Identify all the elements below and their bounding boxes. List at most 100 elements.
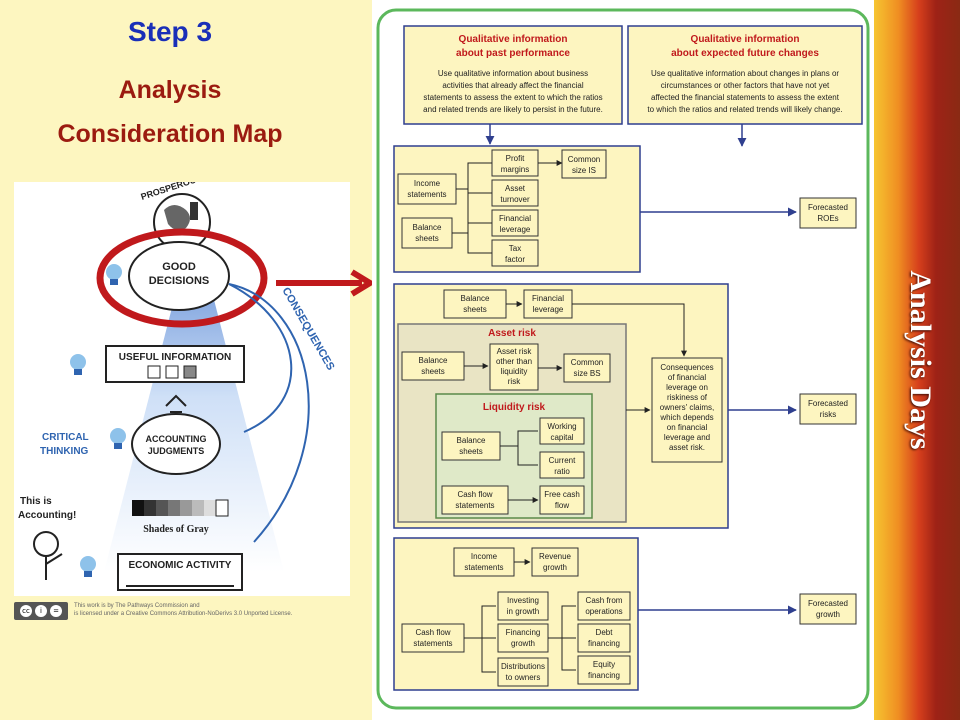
consideration-map: Qualitative information about past perfo… bbox=[372, 0, 874, 720]
svg-text:owners' claims,: owners' claims, bbox=[660, 403, 714, 412]
node-forecasted-growth: Forecasted growth bbox=[799, 593, 857, 625]
qual-future-box bbox=[627, 25, 863, 125]
node-common-size-bs: Common size BS bbox=[563, 353, 611, 383]
lightbulb-icon bbox=[106, 264, 122, 285]
node-income-statements-growth: Income statements bbox=[453, 547, 515, 577]
node-balance-sheets-liquidity: Balance sheets bbox=[441, 431, 501, 461]
pathway-illustration: PROSPEROUS SOCIETY GOOD DECISIONS CONSEQ… bbox=[14, 182, 350, 596]
svg-text:Asset risk: Asset risk bbox=[497, 347, 533, 356]
svg-text:Balance: Balance bbox=[413, 223, 442, 232]
analysis-subtitle: Analysis bbox=[118, 76, 222, 104]
svg-text:ROEs: ROEs bbox=[817, 214, 838, 223]
node-balance-sheets-risk: Balance sheets bbox=[443, 289, 507, 319]
liquidity-risk-label: Liquidity risk bbox=[483, 402, 546, 413]
consideration-map-subtitle: Consideration Map bbox=[57, 120, 283, 148]
node-tax-factor: Tax factor bbox=[491, 239, 539, 267]
shades-of-gray-label: Shades of Gray bbox=[143, 524, 209, 535]
svg-text:Forecasted: Forecasted bbox=[808, 399, 848, 408]
asset-risk-label: Asset risk bbox=[488, 328, 536, 339]
node-equity-financing: Equity financing bbox=[577, 655, 631, 685]
svg-text:Asset: Asset bbox=[505, 184, 526, 193]
svg-text:Balance: Balance bbox=[457, 436, 486, 445]
svg-text:Cash flow: Cash flow bbox=[415, 628, 450, 637]
node-cash-flow-statements-liquidity: Cash flow statements bbox=[441, 485, 509, 515]
svg-text:statements: statements bbox=[413, 639, 452, 648]
node-financial-leverage-risk: Financial leverage bbox=[523, 289, 573, 319]
node-consequences-of-leverage: Consequences of financial leverage on ri… bbox=[651, 357, 723, 463]
useful-information-label: USEFUL INFORMATION bbox=[119, 352, 231, 363]
qual-future-title-1: Qualitative information bbox=[691, 34, 800, 45]
lightbulb-icon bbox=[70, 354, 86, 375]
this-is-accounting-line1: This is bbox=[20, 496, 52, 507]
svg-text:turnover: turnover bbox=[500, 195, 530, 204]
qual-past-body-4: and related trends are likely to persist… bbox=[423, 105, 603, 114]
node-cash-flow-statements-growth: Cash flow statements bbox=[401, 623, 465, 653]
node-forecasted-risks: Forecasted risks bbox=[799, 393, 857, 425]
step-title: Step 3 bbox=[127, 16, 213, 47]
node-debt-financing: Debt financing bbox=[577, 623, 631, 653]
node-distributions-to-owners: Distributions to owners bbox=[497, 657, 549, 687]
good-decisions-line2: DECISIONS bbox=[149, 275, 210, 287]
creative-commons-badge: cc i = bbox=[14, 602, 68, 620]
by-icon: i bbox=[35, 605, 47, 617]
svg-text:growth: growth bbox=[816, 610, 840, 619]
svg-text:Balance: Balance bbox=[419, 356, 448, 365]
svg-text:Working: Working bbox=[547, 422, 576, 431]
svg-text:Tax: Tax bbox=[509, 244, 521, 253]
cc-icon: cc bbox=[20, 605, 32, 617]
license-text: This work is by The Pathways Commission … bbox=[74, 602, 344, 618]
node-financial-leverage: Financial leverage bbox=[491, 209, 539, 237]
svg-text:statements: statements bbox=[455, 501, 494, 510]
node-income-statements: Income statements bbox=[397, 173, 457, 205]
qual-past-box bbox=[403, 25, 623, 125]
node-forecasted-roes: Forecasted ROEs bbox=[799, 197, 857, 229]
svg-text:Income: Income bbox=[471, 552, 498, 561]
economic-activity-label: ECONOMIC ACTIVITY bbox=[129, 560, 232, 571]
qual-past-title-2: about past performance bbox=[456, 48, 570, 59]
svg-text:Financial: Financial bbox=[499, 214, 531, 223]
svg-text:leverage on: leverage on bbox=[666, 383, 708, 392]
svg-text:Financing: Financing bbox=[506, 628, 541, 637]
svg-text:Profit: Profit bbox=[506, 154, 525, 163]
node-investing-in-growth: Investing in growth bbox=[497, 591, 549, 621]
svg-text:factor: factor bbox=[505, 255, 525, 264]
node-revenue-growth: Revenue growth bbox=[531, 547, 579, 577]
nd-icon: = bbox=[50, 605, 62, 617]
svg-text:Forecasted: Forecasted bbox=[808, 599, 848, 608]
svg-text:risks: risks bbox=[820, 410, 836, 419]
svg-text:Forecasted: Forecasted bbox=[808, 203, 848, 212]
sidebar-title-text: Analysis Days bbox=[904, 270, 937, 450]
useful-information-box: USEFUL INFORMATION bbox=[105, 345, 245, 383]
lightbulb-icon bbox=[80, 556, 96, 577]
accounting-judgments-line2: JUDGMENTS bbox=[148, 446, 205, 456]
good-decisions-cloud: GOOD DECISIONS bbox=[128, 241, 230, 311]
critical-thinking-line2: THINKING bbox=[40, 446, 89, 457]
qual-future-body-1: Use qualitative information about change… bbox=[651, 69, 839, 78]
svg-text:Common: Common bbox=[568, 155, 600, 164]
svg-text:Distributions: Distributions bbox=[501, 662, 545, 671]
node-asset-turnover: Asset turnover bbox=[491, 179, 539, 207]
economic-activity-box: ECONOMIC ACTIVITY bbox=[117, 553, 243, 591]
qual-past-body-1: Use qualitative information about busine… bbox=[438, 69, 588, 78]
node-free-cash-flow: Free cash flow bbox=[539, 485, 585, 515]
svg-text:leverage: leverage bbox=[533, 305, 564, 314]
light-beam bbox=[104, 222, 284, 572]
sidebar-title: Analysis Days bbox=[902, 240, 938, 480]
svg-text:financing: financing bbox=[588, 639, 620, 648]
consequences-arc bbox=[228, 283, 310, 543]
svg-text:statements: statements bbox=[464, 563, 503, 572]
node-current-ratio: Current ratio bbox=[539, 451, 585, 479]
svg-text:liquidity: liquidity bbox=[501, 367, 528, 376]
license-line2: is licensed under a Creative Commons Att… bbox=[74, 611, 293, 617]
node-asset-risk-other: Asset risk other than liquidity risk bbox=[489, 343, 539, 391]
svg-text:leverage and: leverage and bbox=[664, 433, 710, 442]
svg-text:Common: Common bbox=[571, 358, 603, 367]
svg-text:growth: growth bbox=[511, 639, 535, 648]
svg-text:Debt: Debt bbox=[596, 628, 614, 637]
accounting-judgments-line1: ACCOUNTING bbox=[146, 434, 207, 444]
svg-text:in growth: in growth bbox=[507, 607, 539, 616]
svg-text:sheets: sheets bbox=[459, 447, 483, 456]
accounting-judgments-cloud: ACCOUNTING JUDGMENTS bbox=[131, 394, 221, 475]
svg-text:leverage: leverage bbox=[500, 225, 531, 234]
svg-text:capital: capital bbox=[550, 433, 573, 442]
